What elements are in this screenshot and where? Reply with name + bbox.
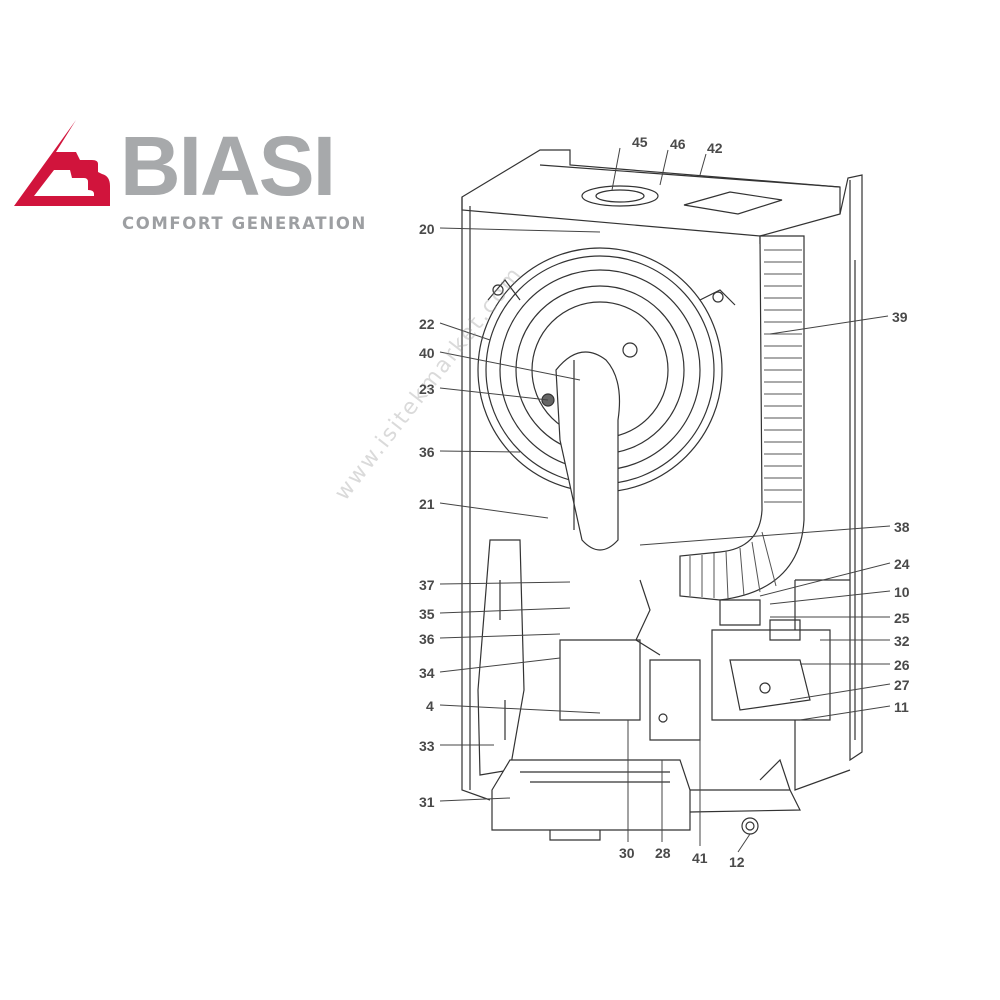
part-callout-32: 32 [894, 633, 910, 649]
part-callout-11: 11 [894, 699, 909, 715]
part-callout-26: 26 [894, 657, 910, 673]
part-callout-36: 36 [419, 444, 435, 460]
biasi-logo: BIASI COMFORT GENERATION [14, 120, 374, 240]
part-callout-39: 39 [892, 309, 908, 325]
part-callout-36: 36 [419, 631, 435, 647]
part-callout-24: 24 [894, 556, 910, 572]
part-callout-4: 4 [426, 698, 434, 714]
part-callout-35: 35 [419, 606, 435, 622]
hydraulic-group [559, 579, 831, 741]
part-callout-38: 38 [894, 519, 910, 535]
fan-duct [555, 351, 621, 551]
part-callout-42: 42 [707, 140, 723, 156]
left-water-pipe [477, 539, 525, 776]
part-callout-22: 22 [419, 316, 435, 332]
control-box [491, 758, 801, 841]
part-callout-34: 34 [419, 665, 435, 681]
part-callout-41: 41 [692, 850, 708, 866]
part-callout-20: 20 [419, 221, 435, 237]
part-callout-25: 25 [894, 610, 910, 626]
part-callout-23: 23 [419, 381, 435, 397]
part-callout-31: 31 [419, 794, 435, 810]
part-callout-28: 28 [655, 845, 671, 861]
part-callout-33: 33 [419, 738, 435, 754]
part-callout-12: 12 [729, 854, 745, 870]
brand-tagline: COMFORT GENERATION [122, 214, 367, 233]
part-callout-40: 40 [419, 345, 435, 361]
part-callout-46: 46 [670, 136, 686, 152]
part-callout-45: 45 [632, 134, 648, 150]
part-callout-21: 21 [419, 496, 435, 512]
part-callout-37: 37 [419, 577, 435, 593]
part-callout-10: 10 [894, 584, 910, 600]
chassis-frame [461, 149, 863, 801]
biasi-triangle-mark-icon [14, 120, 110, 206]
part-callout-27: 27 [894, 677, 910, 693]
part-callout-30: 30 [619, 845, 635, 861]
callout-leader-lines [439, 147, 891, 853]
brand-wordmark: BIASI [120, 119, 336, 213]
